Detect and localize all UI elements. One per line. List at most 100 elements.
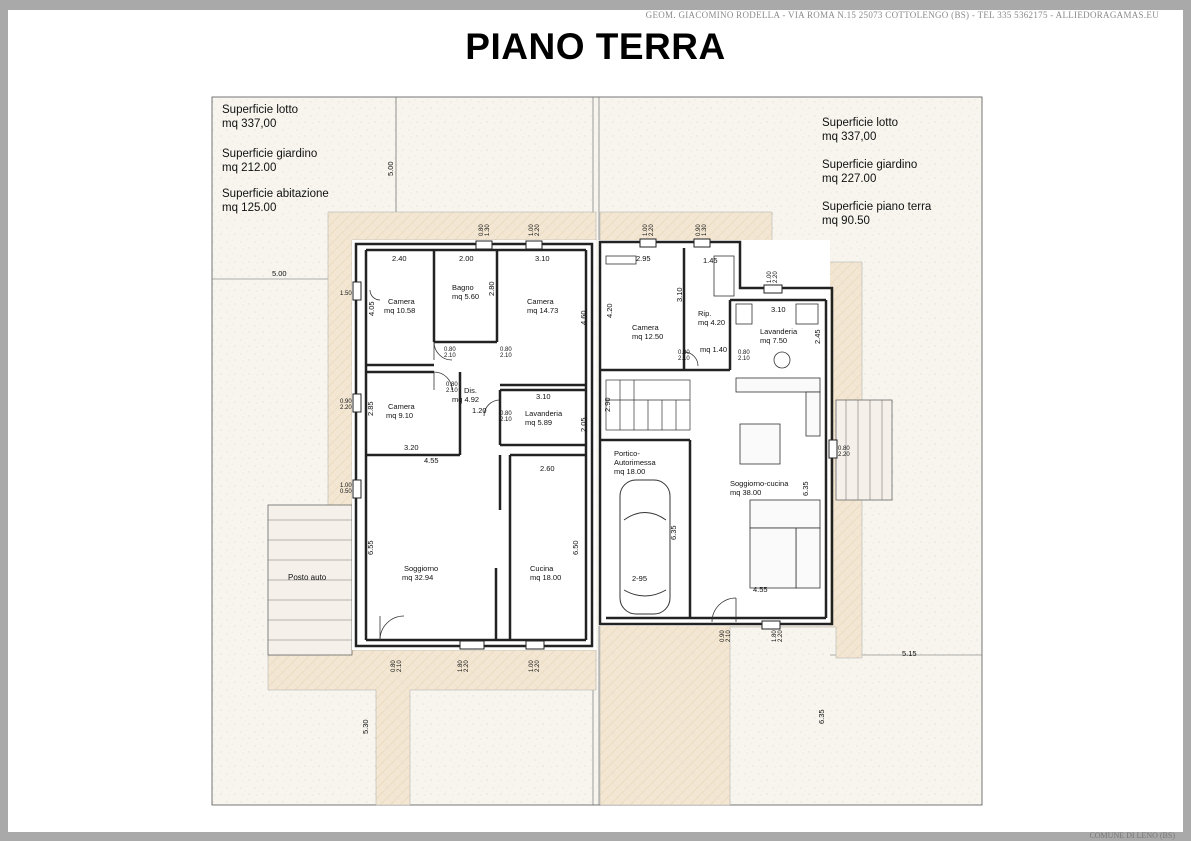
area-label: Superficie abitazione: [222, 188, 329, 200]
area-label: Superficie lotto: [822, 117, 899, 129]
dim-label: 4.60: [579, 310, 588, 325]
windows-right: [639, 238, 838, 630]
area-label: Superficie giardino: [222, 148, 318, 160]
dim-label: 2-95: [632, 574, 647, 583]
area-label: Superficie giardino: [822, 159, 918, 171]
dim-label: 1.20: [472, 406, 487, 415]
room-name: Lavanderia: [760, 327, 798, 336]
page-title: PIANO TERRA: [465, 26, 726, 67]
room-labels: Camera mq 10.58 Bagno mq 5.60 Camera mq …: [384, 283, 798, 582]
room-name: Bagno: [452, 283, 474, 292]
room-area: mq 38.00: [730, 488, 761, 497]
opening-label: 1.00: [643, 224, 649, 236]
left-area-summary: Superficie lotto mq 337,00 Superficie gi…: [222, 103, 329, 215]
area-label: Superficie lotto: [222, 104, 299, 116]
dim-label: 2.90: [603, 397, 612, 412]
room-area: mq 32.94: [402, 573, 433, 582]
room-area: mq 12.50: [632, 332, 663, 341]
left-house-walls: [354, 242, 594, 648]
room-area: mq 5.89: [525, 418, 552, 427]
area-value: mq 212.00: [222, 162, 277, 174]
opening-label: 1.80: [458, 660, 464, 672]
dim-label: 4.55: [424, 456, 439, 465]
dim-label: 2.40: [392, 254, 407, 263]
pergola: [835, 399, 893, 501]
car-symbol: [619, 479, 671, 615]
room-area: mq 14.73: [527, 306, 558, 315]
opening-label: 0.50: [340, 489, 352, 495]
opening-label: 1.50: [340, 291, 352, 297]
dim-label: 2.05: [579, 417, 588, 432]
area-value: mq 90.50: [822, 215, 870, 227]
opening-label: 0.80: [838, 446, 850, 452]
dim-label: 4.20: [605, 303, 614, 318]
dim-label: 5.15: [902, 649, 917, 658]
dim-label: 2.45: [813, 329, 822, 344]
opening-label: 2.10: [738, 356, 750, 362]
room-area: mq 1.40: [700, 345, 727, 354]
room-name: Camera: [527, 297, 555, 306]
opening-label: 2.10: [726, 630, 732, 642]
opening-label: 1.00: [767, 271, 773, 283]
room-name: Camera: [388, 297, 416, 306]
room-area: mq 7.50: [760, 336, 787, 345]
opening-label: 2.10: [444, 353, 456, 359]
room-name: Soggiorno-cucina: [730, 479, 789, 488]
opening-label: 2.20: [773, 271, 779, 283]
room-name: Camera: [388, 402, 416, 411]
dim-label: 4.05: [367, 301, 376, 316]
dim-label: 4.55: [753, 585, 768, 594]
room-name: Dis.: [464, 386, 477, 395]
footer-municipality: COMUNE DI LENO (BS): [1089, 831, 1175, 840]
room-area: mq 4.92: [452, 395, 479, 404]
room-area: mq 18.00: [530, 573, 561, 582]
opening-label: 2.10: [500, 353, 512, 359]
posto-auto-label: Posto auto: [288, 573, 327, 582]
dim-label: 2.60: [540, 464, 555, 473]
dim-label: 2.80: [487, 281, 496, 296]
opening-label: 2.10: [500, 417, 512, 423]
opening-label: 2.20: [778, 630, 784, 642]
opening-label: 1.00: [340, 483, 352, 489]
opening-label: 0.80: [391, 660, 397, 672]
area-value: mq 125.00: [222, 202, 277, 214]
opening-label: 0.80: [479, 224, 485, 236]
room-name: Portico-: [614, 449, 640, 458]
dim-label: 3.10: [536, 392, 551, 401]
room-area: mq 4.20: [698, 318, 725, 327]
dim-label: 6.35: [801, 481, 810, 496]
room-name: Autorimessa: [614, 458, 657, 467]
dim-label: 3.10: [771, 305, 786, 314]
opening-label: 1.00: [529, 660, 535, 672]
opening-label: 0.80: [738, 350, 750, 356]
area-value: mq 227.00: [822, 173, 877, 185]
opening-label: 0.80: [500, 411, 512, 417]
room-name: Lavanderia: [525, 409, 563, 418]
kitchen-furniture: [735, 377, 821, 589]
opening-label: 1.80: [772, 630, 778, 642]
dim-label: 3.10: [535, 254, 550, 263]
dim-label: 5.30: [361, 719, 370, 734]
opening-label: 0.80: [678, 350, 690, 356]
room-name: Soggiorno: [404, 564, 438, 573]
opening-label: 0.90: [696, 224, 702, 236]
dim-label: 3.10: [675, 287, 684, 302]
room-name: Cucina: [530, 564, 554, 573]
dim-label: 2.85: [366, 401, 375, 416]
room-name: Camera: [632, 323, 660, 332]
opening-label: 1.30: [485, 224, 491, 236]
door-swings-right: [683, 351, 737, 623]
dim-label: 5.00: [272, 269, 287, 278]
room-area: mq 9.10: [386, 411, 413, 420]
opening-label: 2.20: [838, 452, 850, 458]
room-area: mq 5.60: [452, 292, 479, 301]
dim-label: 2.95: [636, 254, 651, 263]
right-area-summary: Superficie lotto mq 337,00 Superficie gi…: [822, 116, 931, 228]
area-label: Superficie piano terra: [822, 201, 932, 213]
opening-label: 2.10: [678, 356, 690, 362]
dim-label: 6.35: [669, 525, 678, 540]
dim-label: 5.00: [386, 161, 395, 176]
opening-label: 2.20: [464, 660, 470, 672]
dim-label: 2.00: [459, 254, 474, 263]
